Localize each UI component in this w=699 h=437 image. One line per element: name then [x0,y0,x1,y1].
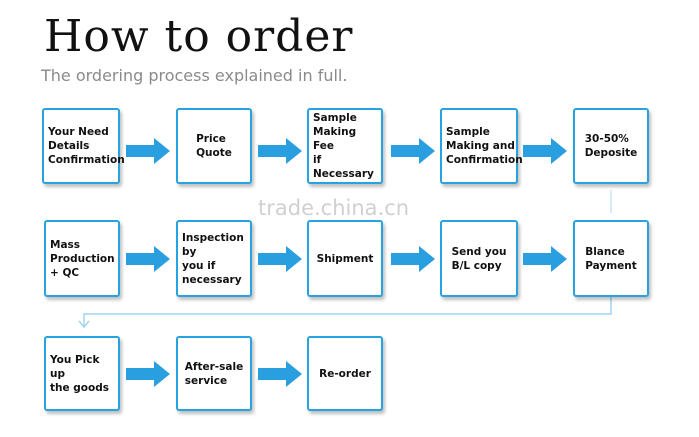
arrow-right-icon [126,138,170,164]
arrow-right-icon [126,246,170,272]
step-sample-making-confirmation: Sample Making and Confirmation [440,108,523,184]
step-mass-production-qc: Mass Production + QC [44,220,120,297]
step-send-bl-copy: Send you B/L copy [440,220,518,297]
arrow-right-icon [258,246,302,272]
arrow-right-icon [258,361,302,387]
step-price-quote: Price Quote [176,108,252,184]
step-inspection: Inspection by you if necessary [176,220,252,297]
step-you-pick-up-goods: You Pick up the goods [44,336,120,411]
arrow-right-icon [523,138,567,164]
step-deposit: 30-50% Deposite [573,108,649,184]
arrow-right-icon [391,138,435,164]
watermark: trade.china.cn [258,196,410,220]
step-sample-making-fee: Sample Making Fee if Necessary [307,108,383,184]
step-re-order: Re-order [307,336,383,411]
arrow-right-icon [523,246,567,272]
step-balance-payment: Blance Payment [573,220,649,297]
step-after-sale-service: After-sale service [176,336,252,411]
page-title: How to order [44,11,354,62]
arrow-right-icon [391,246,435,272]
arrow-right-icon [258,138,302,164]
step-your-need-details-confirmation: Your Need Details Confirmation [42,108,125,184]
arrow-right-icon [126,361,170,387]
page-subtitle: The ordering process explained in full. [41,66,348,85]
step-shipment: Shipment [307,220,383,297]
